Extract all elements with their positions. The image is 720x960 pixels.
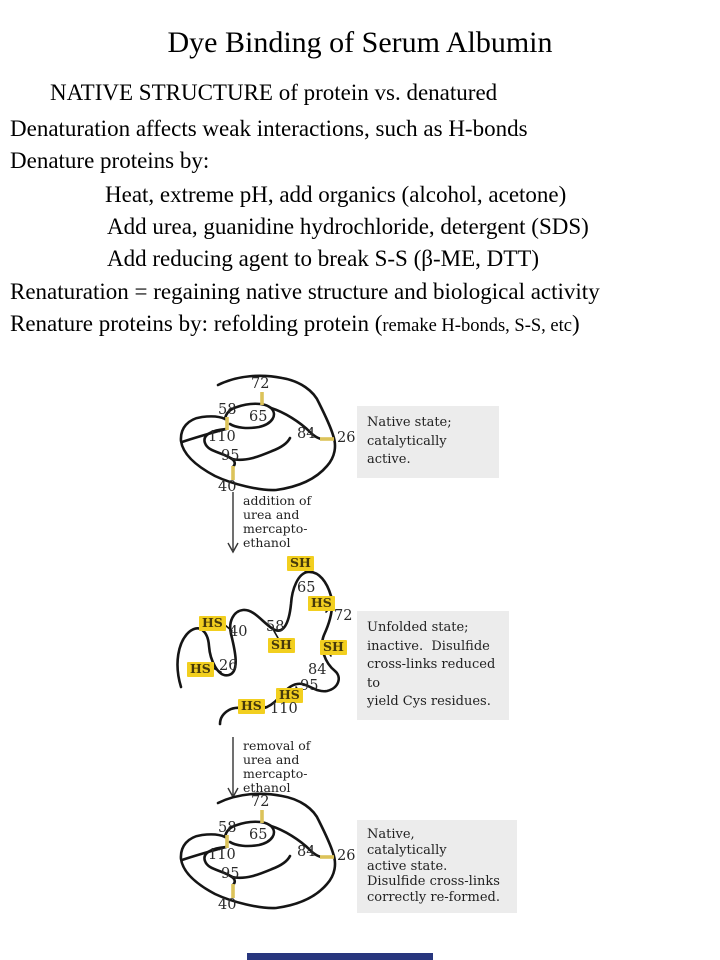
residue-label-40: 40 — [229, 624, 248, 640]
thiol-tag-hs-110: HS — [238, 699, 265, 714]
thiol-tag-hs-40: HS — [199, 616, 226, 631]
refolded-protein-chain-drawing — [179, 792, 337, 910]
folded-protein-chain-drawing — [179, 374, 337, 492]
thiol-tag-sh-top: SH — [287, 556, 314, 571]
body-line-urea: Add urea, guanidine hydrochloride, deter… — [107, 214, 589, 239]
renature-close-paren: ) — [571, 311, 580, 336]
residue-label-26: 26 — [219, 658, 238, 674]
renature-paren-text: remake H-bonds, S-S, etc — [382, 316, 572, 336]
subtitle: NATIVE STRUCTURE of protein vs. denature… — [50, 80, 498, 105]
thiol-tag-hs-95: HS — [276, 688, 303, 703]
residue-label-58: 58 — [218, 402, 237, 418]
residue-label-65: 65 — [249, 827, 268, 843]
chain-to-right-junction — [269, 406, 323, 441]
residue-label-65: 65 — [249, 409, 268, 425]
residue-label-95: 95 — [221, 448, 240, 464]
residue-label-72: 72 — [251, 794, 270, 810]
residue-label-110: 110 — [208, 429, 236, 445]
residue-label-72: 72 — [334, 608, 353, 624]
sh-connector — [224, 624, 233, 632]
body-line-renaturation: Renaturation = regaining native structur… — [10, 279, 600, 304]
caption-unfolded-state: Unfolded state; inactive. Disulfide cros… — [357, 611, 509, 720]
thiol-tag-sh-84: SH — [320, 640, 347, 655]
body-line-denaturation: Denaturation affects weak interactions, … — [10, 116, 528, 141]
residue-label-95: 95 — [300, 678, 319, 694]
page-title: Dye Binding of Serum Albumin — [167, 26, 553, 59]
residue-label-26: 26 — [337, 848, 356, 864]
chain-to-right-junction — [269, 824, 323, 859]
thiol-tag-sh-58: SH — [268, 638, 295, 653]
body-line-denature-by: Denature proteins by: — [10, 148, 210, 173]
residue-label-95: 95 — [221, 866, 240, 882]
down-arrow-icon — [227, 492, 239, 554]
sh-connector — [212, 667, 222, 673]
body-line-heat: Heat, extreme pH, add organics (alcohol,… — [105, 182, 567, 207]
chain-loop-110 — [203, 845, 237, 887]
residue-label-84: 84 — [308, 662, 327, 678]
body-line-reducing: Add reducing agent to break S-S (β-ME, D… — [107, 246, 539, 271]
residue-label-65: 65 — [297, 580, 316, 596]
residue-label-40: 40 — [218, 479, 237, 495]
sh-connector — [273, 630, 279, 639]
chain-tail-mid — [230, 436, 292, 462]
native-state-top-diagram: 72 65 58 110 84 26 95 40 — [160, 372, 360, 497]
residue-label-110: 110 — [270, 701, 298, 717]
chain-outer-loop — [179, 374, 337, 492]
residue-label-40: 40 — [218, 897, 237, 913]
arrow2-label: removal of urea and mercapto- ethanol — [243, 738, 311, 795]
caption-refolded-native: Native, catalytically active state. Disu… — [357, 820, 517, 913]
renature-text: Renature proteins by: refolding protein … — [10, 311, 383, 336]
residue-label-84: 84 — [297, 426, 316, 442]
residue-label-72: 72 — [251, 376, 270, 392]
residue-label-58: 58 — [218, 820, 237, 836]
residue-label-84: 84 — [297, 844, 316, 860]
chain-tail-mid — [230, 854, 292, 880]
chain-loop-110 — [203, 427, 237, 469]
residue-label-110: 110 — [208, 847, 236, 863]
thiol-tag-hs-72: HS — [308, 596, 335, 611]
chain-outer-loop — [179, 792, 337, 910]
residue-label-26: 26 — [337, 430, 356, 446]
caption-native-state: Native state; catalytically active. — [357, 406, 499, 478]
arrow1-label: addition of urea and mercapto- ethanol — [243, 493, 312, 550]
native-state-refolded-diagram: 72 65 58 110 84 26 95 40 — [160, 790, 360, 915]
body-line-renature-by: Renature proteins by: refolding protein … — [10, 311, 580, 337]
unfolded-state-diagram: SH 65 HS 72 HS 40 58 SH SH 26 84 HS 95 H… — [150, 552, 395, 737]
thiol-tag-hs-26: HS — [187, 662, 214, 677]
residue-label-58: 58 — [266, 619, 285, 635]
slide-footer-bar — [247, 953, 433, 960]
